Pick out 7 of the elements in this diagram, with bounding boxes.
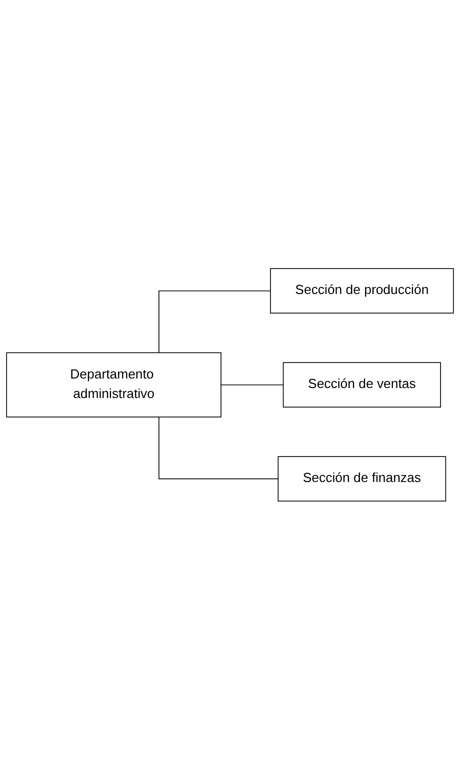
node-box: Sección de ventas xyxy=(282,362,441,408)
connector xyxy=(220,384,284,386)
connector xyxy=(158,416,279,480)
connector xyxy=(158,290,271,354)
node-box: Sección de producción xyxy=(270,268,454,314)
node-box: Sección de finanzas xyxy=(278,456,446,502)
node-box: Departamento administrativo xyxy=(6,352,222,418)
